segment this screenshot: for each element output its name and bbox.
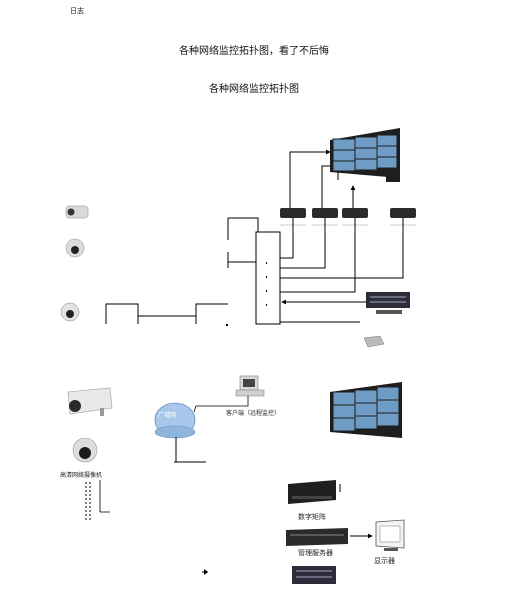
- wan-cloud: [154, 402, 196, 439]
- storage-device: [366, 292, 410, 314]
- monitor-label: 显示器: [374, 557, 395, 565]
- video-wall-1: [330, 128, 400, 182]
- camera-label: 高清网络摄像机: [60, 472, 103, 479]
- article-subtitle: 各种网络监控拓扑图: [209, 84, 299, 95]
- decoder-3: [342, 208, 368, 218]
- network-switch: [255, 231, 281, 325]
- small-arrow-glyph: [202, 569, 208, 575]
- wan-label: 广域网: [158, 412, 177, 419]
- client-label: 客户端（远程监控）: [226, 410, 281, 417]
- storage-server: [292, 566, 336, 584]
- bullet-camera-1: [65, 205, 89, 219]
- decoder-1: [280, 208, 306, 218]
- header-label: 日志: [70, 7, 84, 15]
- display-monitor: [375, 519, 405, 551]
- decoder-group: [280, 208, 416, 218]
- client-pc: [235, 375, 265, 397]
- bullet-camera-2: [67, 387, 113, 416]
- article-title: 各种网络监控拓扑图，看了不后悔: [179, 46, 329, 57]
- decoder-4: [390, 208, 416, 218]
- dome-camera-2: [60, 302, 80, 322]
- decoder-2: [312, 208, 338, 218]
- server-label: 管理服务器: [298, 549, 333, 557]
- management-server: [286, 528, 348, 546]
- control-keyboard: [363, 335, 385, 348]
- video-wall-2: [330, 382, 402, 438]
- dome-camera-3: [72, 437, 98, 463]
- digital-matrix: [288, 480, 336, 504]
- dome-camera-1: [65, 238, 85, 258]
- matrix-label: 数字矩阵: [298, 513, 326, 521]
